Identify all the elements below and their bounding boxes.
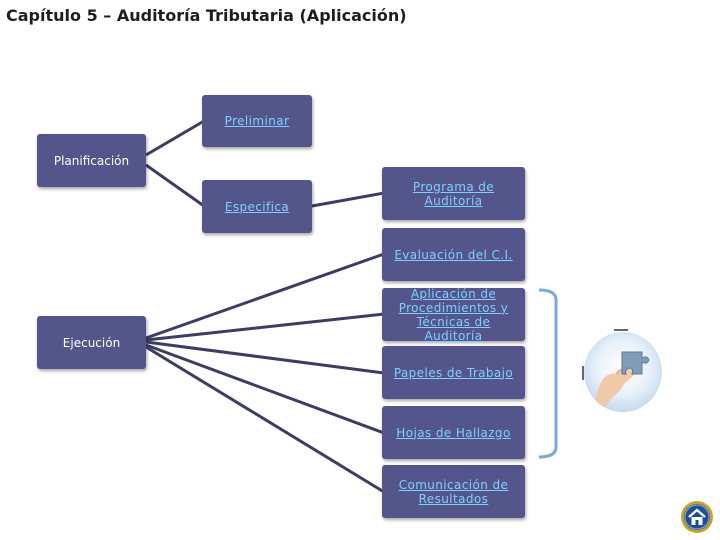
node-programa-label[interactable]: Programa de Auditoría (412, 179, 495, 208)
node-planificacion-label: Planificación (53, 153, 130, 168)
node-ejecucion[interactable]: Ejecución (37, 316, 146, 369)
connector-ejecucion-papeles (145, 340, 385, 375)
right-bracket (538, 288, 558, 459)
node-aplicacion-label[interactable]: Aplicación de Procedimientos y Técnicas … (398, 286, 509, 343)
node-comunicacion-label[interactable]: Comunicación de Resultados (398, 477, 509, 506)
connector-planificacion-preliminar (145, 119, 205, 157)
connector-planificacion-especifica (145, 163, 205, 208)
connector-ejecucion-evaluacion (145, 252, 385, 340)
node-evaluacion-label[interactable]: Evaluación del C.I. (394, 247, 513, 262)
node-preliminar-label[interactable]: Preliminar (224, 114, 290, 128)
node-aplicacion[interactable]: Aplicación de Procedimientos y Técnicas … (382, 286, 525, 343)
page-title: Capítulo 5 – Auditoría Tributaria (Aplic… (6, 6, 407, 25)
node-especifica[interactable]: Especifica (202, 180, 312, 233)
node-programa[interactable]: Programa de Auditoría (382, 167, 525, 220)
hand-puzzle-piece-image (584, 332, 662, 412)
connector-ejecucion-aplicacion (145, 312, 385, 342)
node-preliminar[interactable]: Preliminar (202, 95, 312, 147)
node-papeles-label[interactable]: Papeles de Trabajo (393, 365, 514, 380)
node-comunicacion[interactable]: Comunicación de Resultados (382, 465, 525, 518)
node-especifica-label[interactable]: Especifica (224, 199, 290, 214)
node-papeles[interactable]: Papeles de Trabajo (382, 346, 525, 399)
connector-ejecucion-comunicacion (145, 345, 385, 494)
connector-ejecucion-hojas (145, 343, 385, 435)
node-evaluacion[interactable]: Evaluación del C.I. (382, 228, 525, 281)
home-icon[interactable] (680, 500, 714, 534)
node-ejecucion-label: Ejecución (62, 335, 121, 350)
node-hojas-label[interactable]: Hojas de Hallazgo (396, 425, 511, 440)
connector-especifica-programa (311, 191, 385, 208)
node-hojas[interactable]: Hojas de Hallazgo (382, 406, 525, 459)
node-planificacion[interactable]: Planificación (37, 134, 146, 187)
